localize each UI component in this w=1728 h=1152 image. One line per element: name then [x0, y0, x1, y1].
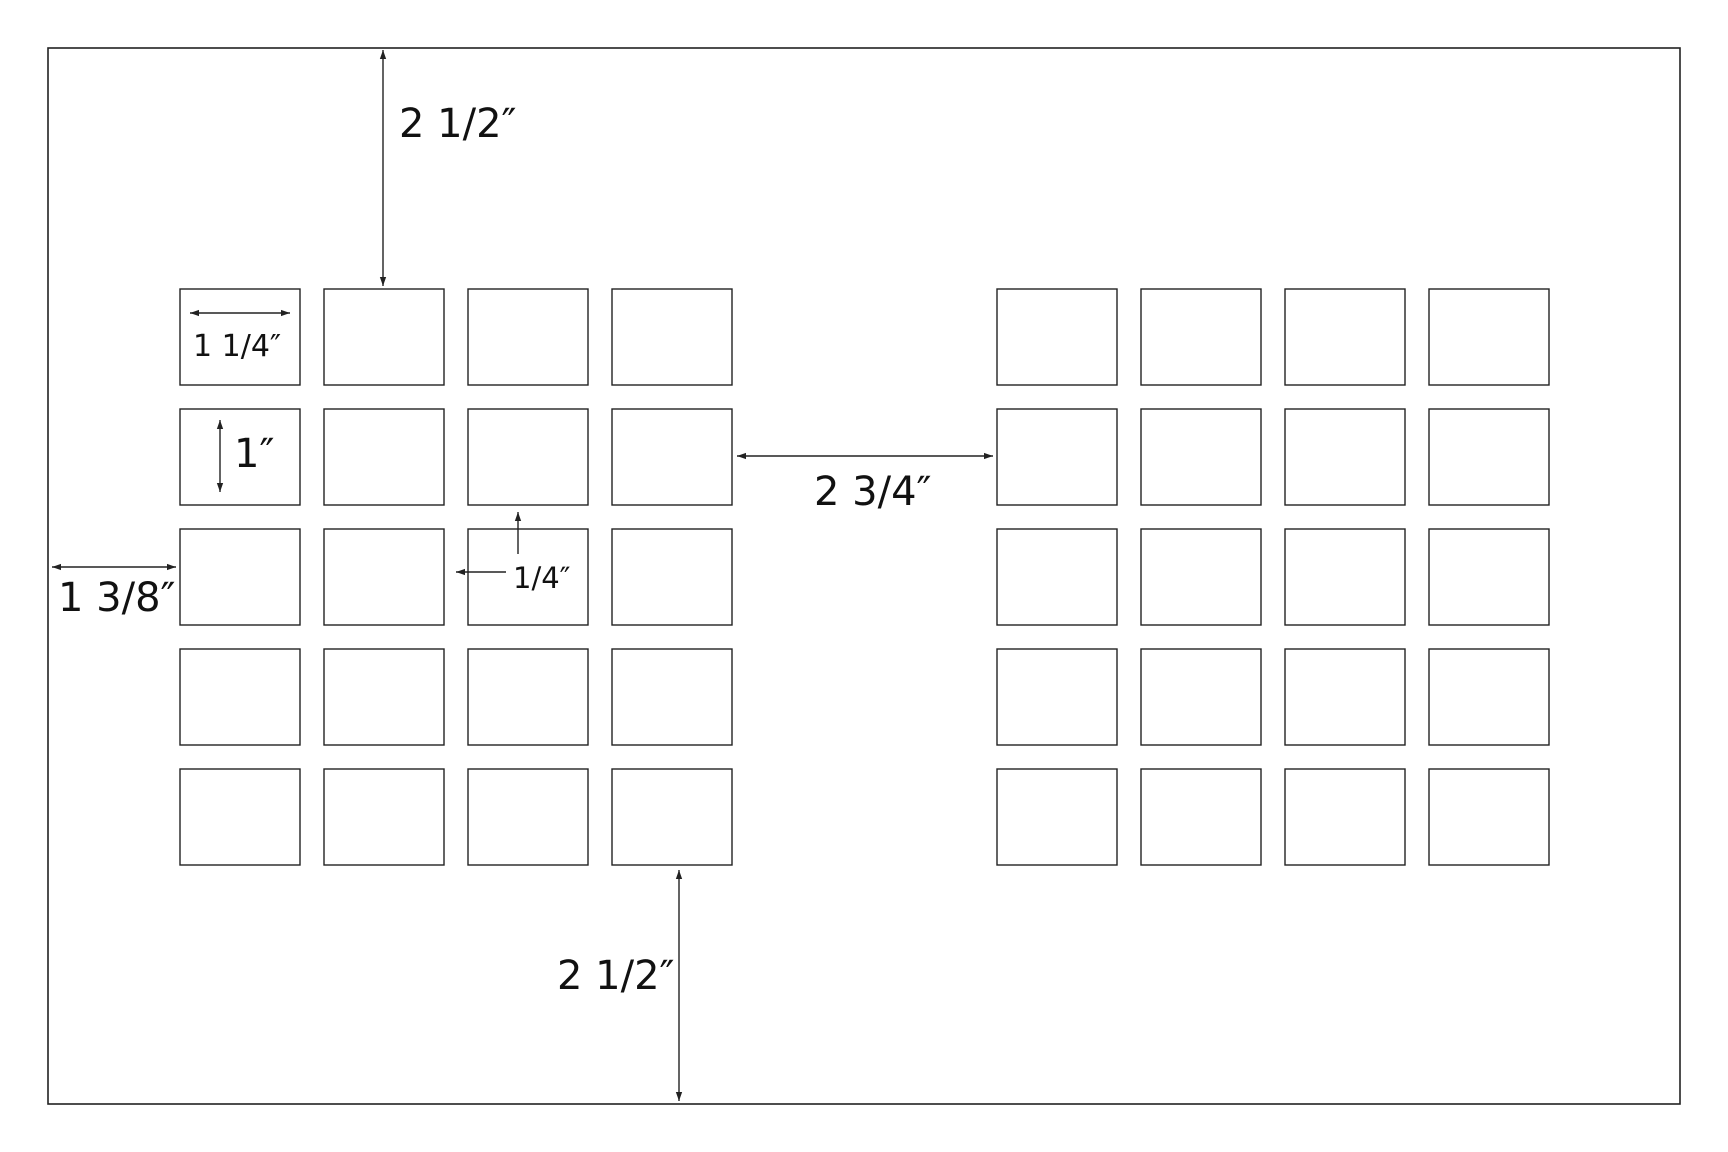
label-height-label: 1″ [234, 431, 274, 477]
label-cell-g2-r2-c1 [996, 408, 1118, 506]
label-cell-g2-r1-c4 [1428, 288, 1550, 386]
label-cell-g2-r4-c4 [1428, 648, 1550, 746]
label-cell-g1-r3-c3 [467, 528, 589, 626]
label-cell-g2-r2-c4 [1428, 408, 1550, 506]
label-cell-g2-r3-c4 [1428, 528, 1550, 626]
label-cell-g2-r2-c3 [1284, 408, 1406, 506]
label-width-label: 1 1/4″ [193, 329, 281, 364]
label-cell-g1-r2-c2 [323, 408, 445, 506]
label-cell-g1-r5-c4 [611, 768, 733, 866]
label-cell-g1-r3-c2 [323, 528, 445, 626]
label-cell-g2-r4-c2 [1140, 648, 1262, 746]
side-margin-label: 1 3/8″ [58, 575, 175, 621]
label-cell-g2-r2-c2 [1140, 408, 1262, 506]
label-cell-g2-r3-c3 [1284, 528, 1406, 626]
label-cell-g2-r5-c1 [996, 768, 1118, 866]
label-cell-g1-r2-c1 [179, 408, 301, 506]
bottom-margin-label: 2 1/2″ [557, 953, 674, 999]
label-cell-g1-r5-c1 [179, 768, 301, 866]
label-cell-g1-r3-c4 [611, 528, 733, 626]
label-cell-g2-r1-c2 [1140, 288, 1262, 386]
label-cell-g2-r5-c3 [1284, 768, 1406, 866]
label-cell-g1-r3-c1 [179, 528, 301, 626]
top-margin-label: 2 1/2″ [399, 101, 516, 147]
label-cell-g1-r5-c3 [467, 768, 589, 866]
label-cell-g1-r1-c3 [467, 288, 589, 386]
label-cell-g2-r1-c3 [1284, 288, 1406, 386]
label-grid [179, 288, 1550, 866]
label-cell-g1-r5-c2 [323, 768, 445, 866]
label-cell-g2-r5-c4 [1428, 768, 1550, 866]
label-cell-g1-r2-c4 [611, 408, 733, 506]
label-cell-g2-r4-c3 [1284, 648, 1406, 746]
label-cell-g2-r3-c2 [1140, 528, 1262, 626]
label-cell-g1-r2-c3 [467, 408, 589, 506]
label-cell-g1-r1-c4 [611, 288, 733, 386]
label-cell-g2-r1-c1 [996, 288, 1118, 386]
label-cell-g1-r4-c1 [179, 648, 301, 746]
sheet-border [47, 47, 1681, 1105]
label-cell-g1-r1-c1 [179, 288, 301, 386]
label-cell-g1-r4-c2 [323, 648, 445, 746]
label-gap-label: 1/4″ [513, 561, 571, 595]
label-cell-g2-r4-c1 [996, 648, 1118, 746]
label-cell-g2-r5-c2 [1140, 768, 1262, 866]
label-cell-g1-r1-c2 [323, 288, 445, 386]
label-cell-g1-r4-c4 [611, 648, 733, 746]
group-gap-label: 2 3/4″ [814, 469, 931, 515]
label-cell-g1-r4-c3 [467, 648, 589, 746]
label-cell-g2-r3-c1 [996, 528, 1118, 626]
